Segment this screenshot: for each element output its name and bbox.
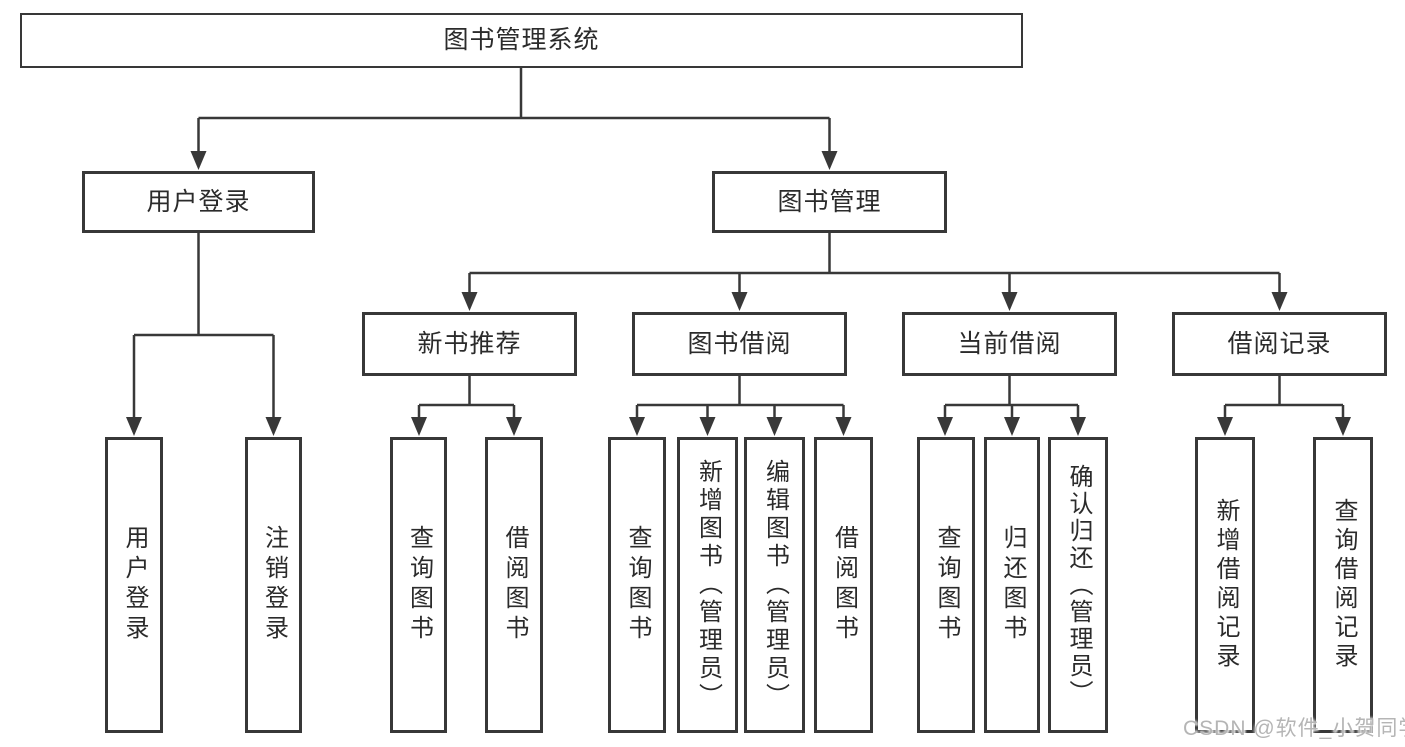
node-current-borrowing: 当前借阅 bbox=[902, 312, 1117, 376]
leaf-query-books-current: 查询图书 bbox=[917, 437, 975, 733]
leaf-edit-books-admin: 编辑图书（管理员） bbox=[744, 437, 805, 733]
leaf-user-login: 用户登录 bbox=[105, 437, 163, 733]
node-new-book-recommendation: 新书推荐 bbox=[362, 312, 577, 376]
node-book-management: 图书管理 bbox=[712, 171, 947, 233]
leaf-confirm-return-admin: 确认归还（管理员） bbox=[1048, 437, 1108, 733]
leaf-borrow-books: 借阅图书 bbox=[814, 437, 873, 733]
watermark-text: CSDN @软件_小贺同学 bbox=[1183, 717, 1405, 740]
leaf-query-borrow-record: 查询借阅记录 bbox=[1313, 437, 1373, 733]
leaf-return-books: 归还图书 bbox=[984, 437, 1040, 733]
leaf-borrow-books-recommend: 借阅图书 bbox=[485, 437, 543, 733]
node-library-system: 图书管理系统 bbox=[20, 13, 1023, 68]
leaf-logout: 注销登录 bbox=[245, 437, 302, 733]
leaf-query-books-borrow: 查询图书 bbox=[608, 437, 666, 733]
leaf-add-books-admin: 新增图书（管理员） bbox=[677, 437, 738, 733]
leaf-query-books-recommend: 查询图书 bbox=[390, 437, 447, 733]
leaf-add-borrow-record: 新增借阅记录 bbox=[1195, 437, 1255, 733]
node-user-login: 用户登录 bbox=[82, 171, 315, 233]
node-book-borrowing: 图书借阅 bbox=[632, 312, 847, 376]
node-borrowing-records: 借阅记录 bbox=[1172, 312, 1387, 376]
